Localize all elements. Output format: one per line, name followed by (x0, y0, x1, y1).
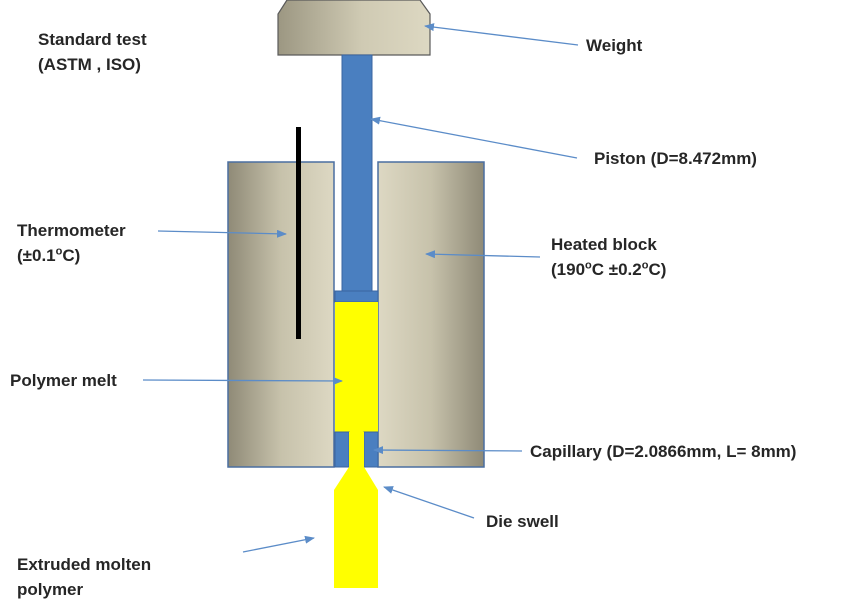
heated-block-arrow (425, 250, 541, 259)
capillary-label: Capillary (D=2.0866mm, L= 8mm) (530, 442, 797, 461)
extruded-arrow (242, 535, 315, 553)
heated-block-right (377, 161, 485, 468)
heated-block-left (227, 161, 335, 468)
piston-rod (341, 54, 373, 293)
extruded-polymer-label: Extruded molten polymer (17, 552, 151, 602)
extrudate-die-swell (334, 467, 378, 588)
polymer-melt-label: Polymer melt (10, 371, 117, 390)
heated-block-label: Heated block (190oC ±0.2oC) (551, 232, 666, 282)
thermometer-line2: (±0.1oC) (17, 245, 81, 265)
thermometer-arrow (157, 229, 287, 238)
heated-block-line1: Heated block (551, 235, 657, 254)
weight-shape (277, 0, 431, 56)
thermometer-rod (296, 127, 301, 339)
capillary-arrow (373, 446, 523, 455)
die-swell-label: Die swell (486, 512, 559, 531)
weight-label: Weight (586, 36, 643, 55)
weight-arrow (424, 23, 579, 46)
standard-test-label: Standard test (ASTM , ISO) (38, 27, 147, 77)
piston-label: Piston (D=8.472mm) (594, 149, 757, 168)
thermometer-label: Thermometer (±0.1oC) (17, 218, 126, 268)
piston-arrow (370, 116, 578, 159)
extruded-line2: polymer (17, 580, 84, 599)
die-swell-arrow (383, 486, 475, 519)
extruded-line1: Extruded molten (17, 555, 152, 574)
capillary-wall-left (334, 431, 350, 468)
polymer-melt-barrel (335, 302, 378, 432)
standard-test-line2: (ASTM , ISO) (38, 55, 141, 74)
capillary-melt (349, 432, 364, 467)
thermometer-line1: Thermometer (17, 221, 126, 240)
standard-test-line1: Standard test (38, 30, 147, 49)
piston-head (334, 290, 379, 303)
heated-block-line2: (190oC ±0.2oC) (551, 259, 667, 279)
polymer-melt-arrow (142, 376, 343, 385)
